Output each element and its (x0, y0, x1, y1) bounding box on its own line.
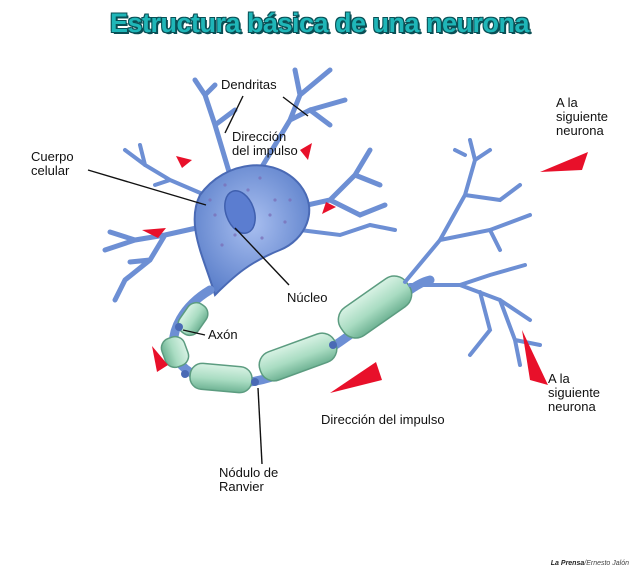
label-nucleo: Núcleo (287, 291, 327, 305)
image-credit: La Prensa/Ernesto Jalón (551, 560, 629, 567)
arrow-red-6 (330, 362, 382, 393)
label-siguiente-neurona-bottom: A la siguiente neurona (548, 372, 600, 414)
credit-source: La Prensa (551, 560, 584, 567)
arrow-red-8 (522, 330, 548, 385)
arrow-red-7 (540, 152, 588, 172)
arrow-red-2 (300, 143, 312, 160)
credit-author: /Ernesto Jalón (584, 560, 629, 567)
arrow-red-1 (176, 156, 192, 168)
label-cuerpo-celular: Cuerpo celular (31, 150, 74, 178)
axon-terminals (405, 140, 540, 365)
pointer-ranvier (258, 388, 262, 464)
diagram-title: Estructura básica de una neurona (0, 8, 639, 39)
label-nodulo-ranvier: Nódulo de Ranvier (219, 466, 278, 494)
label-direccion-impulso-top: Dirección del impulso (232, 130, 298, 158)
label-siguiente-neurona-top: A la siguiente neurona (556, 96, 608, 138)
label-direccion-impulso-bottom: Dirección del impulso (321, 413, 445, 427)
label-dendritas: Dendritas (221, 78, 277, 92)
label-axon: Axón (208, 328, 238, 342)
